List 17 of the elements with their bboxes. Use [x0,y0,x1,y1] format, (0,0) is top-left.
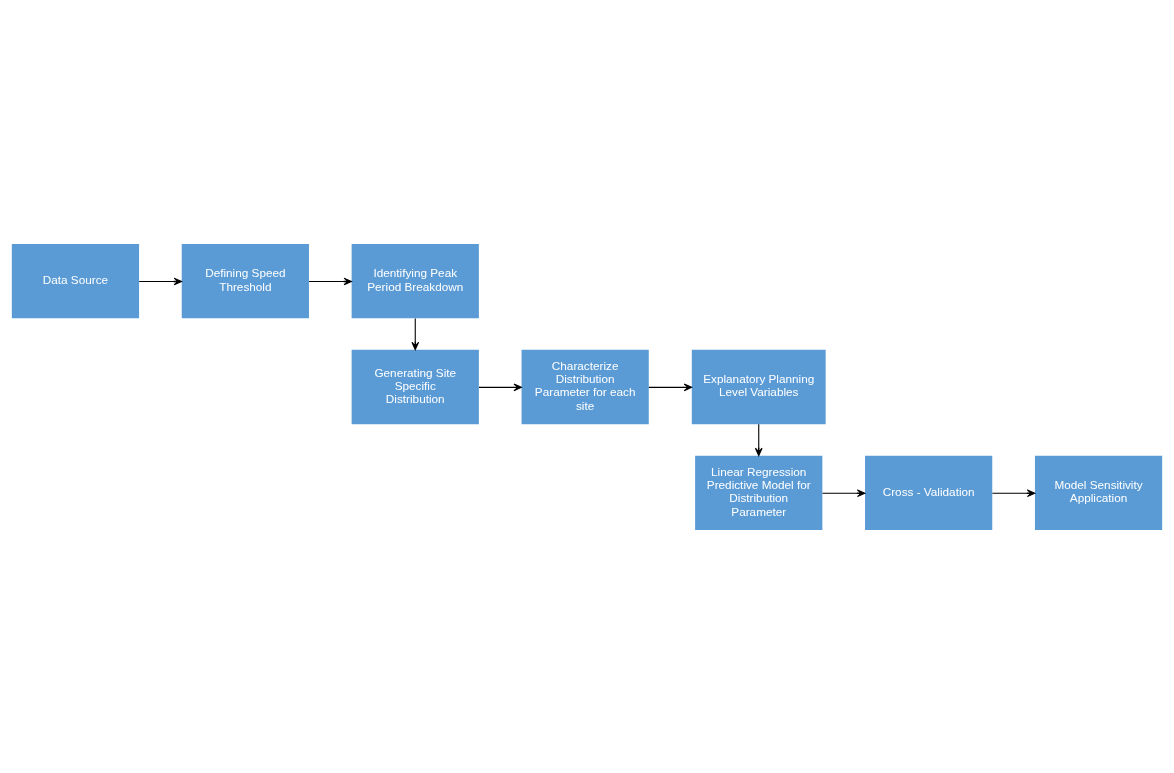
arrow [754,423,763,456]
node-box: Identifying Peak Period Breakdown [351,243,479,318]
arrow [411,317,420,350]
arrow [991,488,1036,497]
node-box: Linear Regression Predictive Model for Distribution Parameter [695,455,823,530]
arrow [648,383,693,391]
node-box: Generating Site Specific Distribution [351,349,479,424]
node-box: Explanatory Planning Level Variables [691,349,826,424]
node-box: Cross - Validation [865,455,993,530]
node-box: Data Source [11,243,140,318]
arrow [308,277,352,285]
arrow [138,277,183,285]
arrow [821,488,866,497]
node-box: Model Sensitivity Application [1034,455,1163,530]
node-box: Characterize Distribution Parameter for each site [521,349,649,424]
arrow [478,383,522,391]
node-box: Defining Speed Threshold [181,243,309,318]
